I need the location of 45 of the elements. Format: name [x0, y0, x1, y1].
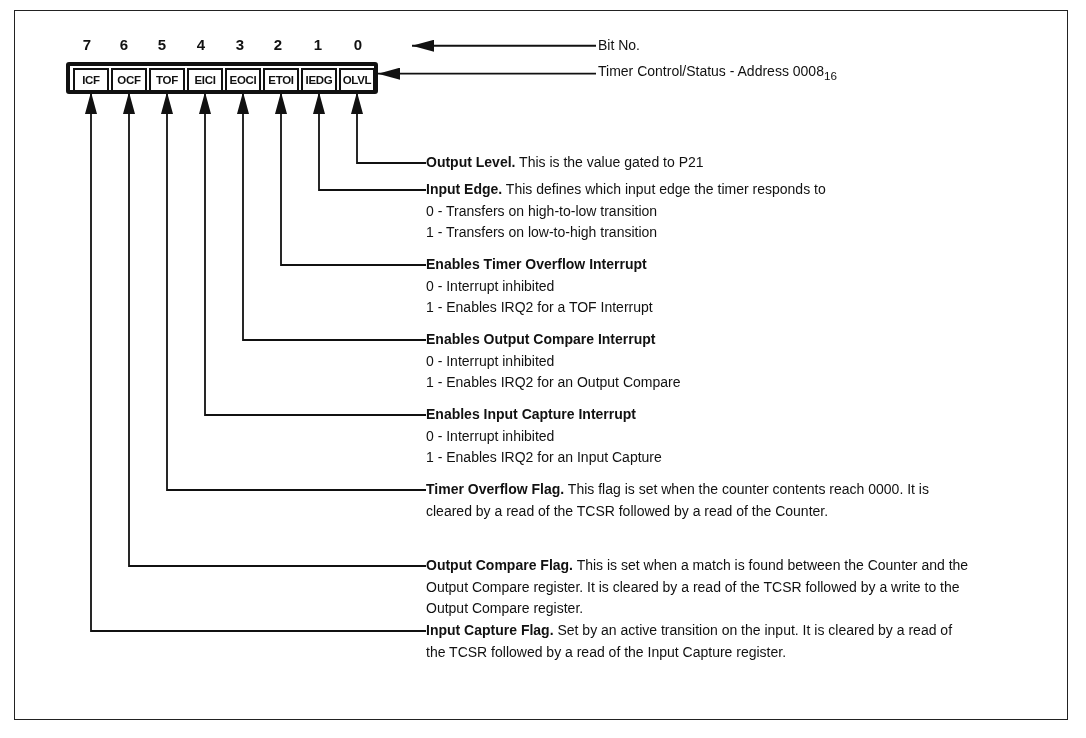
- value-description: 0 - Interrupt inhibited: [426, 351, 556, 371]
- value-description: 1 - Enables IRQ2 for a TOF Interrupt: [426, 298, 654, 317]
- register-bit-cell: ICF: [73, 68, 109, 92]
- bit-number: 1: [312, 36, 324, 53]
- value-description: 1 - Enables IRQ2 for an Output Compare: [426, 373, 682, 392]
- arrow: [123, 91, 427, 567]
- register-bit-cell: OCF: [111, 68, 147, 92]
- arrow: [85, 91, 427, 632]
- field-description: Enables Input Capture Interrupt: [426, 405, 637, 424]
- bit-number: 5: [156, 36, 168, 53]
- arrow: [313, 91, 427, 191]
- register-bit-cell: TOF: [149, 68, 185, 92]
- arrow: [199, 91, 427, 416]
- bit-number: 2: [272, 36, 284, 53]
- arrow: [275, 91, 427, 266]
- field-description: Bit No.: [598, 36, 641, 55]
- arrow: [161, 91, 427, 491]
- value-description: 1 - Transfers on low-to-high transition: [426, 223, 659, 242]
- field-description: Enables Timer Overflow Interrupt: [426, 255, 648, 274]
- bit-number: 7: [81, 36, 93, 53]
- field-description: Input Edge. This defines which input edge the timer responds to: [426, 180, 827, 199]
- register-bit-cell: IEDG: [301, 68, 337, 92]
- value-description: 1 - Enables IRQ2 for an Input Capture: [426, 448, 663, 467]
- register-bit-cell: OLVL: [339, 68, 375, 92]
- arrow: [411, 39, 597, 52]
- register-box: [66, 62, 378, 94]
- arrow: [237, 91, 427, 341]
- field-description: Timer Overflow Flag. This flag is set when the counter contents reach 0000. It is cleared by a read of the TCSR followed by a read of the Counter.: [426, 480, 930, 521]
- bit-number: 6: [118, 36, 130, 53]
- field-description: Enables Output Compare Interrupt: [426, 330, 657, 349]
- bit-number: 4: [195, 36, 207, 53]
- value-description: 0 - Interrupt inhibited: [426, 426, 556, 446]
- arrow: [351, 91, 427, 164]
- bit-number: 3: [234, 36, 246, 53]
- field-description: Input Capture Flag. Set by an active transition on the input. It is cleared by a read of the TCSR followed by a read of the Input Capture register.: [426, 621, 954, 662]
- field-description: Timer Control/Status - Address 0008$_{16}$: [598, 62, 838, 84]
- bit-number: 0: [352, 36, 364, 53]
- register-bit-cell: EOCI: [225, 68, 261, 92]
- value-description: 0 - Interrupt inhibited: [426, 276, 556, 296]
- register-bit-cell: ETOI: [263, 68, 299, 92]
- field-description: Output Compare Flag. This is set when a match is found between the Counter and the Output Compare register. It is cleared by a read of the TCSR followed by a write to the Output Compare register.: [426, 556, 970, 618]
- arrow: [377, 67, 597, 80]
- field-description: Output Level. This is the value gated to P21: [426, 153, 705, 172]
- register-bit-cell: EICI: [187, 68, 223, 92]
- value-description: 0 - Transfers on high-to-low transition: [426, 201, 659, 221]
